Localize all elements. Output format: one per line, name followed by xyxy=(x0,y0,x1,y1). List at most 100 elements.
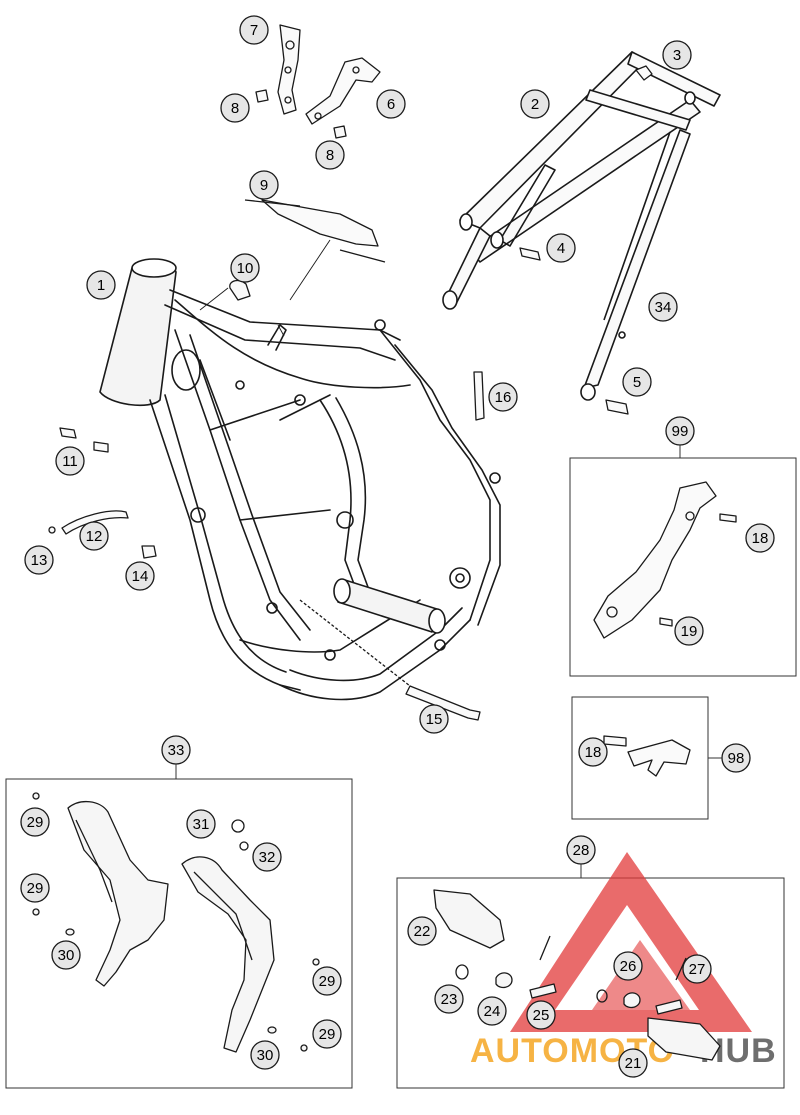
watermark-triangle xyxy=(510,852,752,1032)
callout-3-label: 3 xyxy=(673,47,681,64)
group-boxes xyxy=(5,457,797,1089)
callout-6: 6 xyxy=(376,89,406,119)
box-33 xyxy=(5,778,353,1089)
callout-31: 31 xyxy=(186,809,216,839)
callout-5: 5 xyxy=(622,367,652,397)
callout-12: 12 xyxy=(79,521,109,551)
callout-27-label: 27 xyxy=(689,961,706,978)
part-12-hose xyxy=(61,510,129,535)
callout-99-label: 99 xyxy=(672,423,689,440)
bolt-8a xyxy=(255,89,269,103)
callout-24: 24 xyxy=(477,996,507,1026)
part-16-strap xyxy=(473,371,485,421)
callout-32: 32 xyxy=(252,842,282,872)
callout-27: 27 xyxy=(682,954,712,984)
callout-10: 10 xyxy=(230,253,260,283)
callout-6-label: 6 xyxy=(387,96,395,113)
callout-8b: 8 xyxy=(315,140,345,170)
box-28 xyxy=(396,877,785,1089)
callout-25: 25 xyxy=(526,1000,556,1030)
callout-16-label: 16 xyxy=(495,389,512,406)
callout-34-label: 34 xyxy=(655,299,672,316)
cross-tube xyxy=(337,579,441,633)
bolt-8b xyxy=(333,125,347,139)
part-98-assembly xyxy=(603,735,691,777)
callout-22-label: 22 xyxy=(414,923,431,940)
callout-34: 34 xyxy=(648,292,678,322)
callout-16: 16 xyxy=(488,382,518,412)
bolt-11a xyxy=(59,427,77,439)
callout-30a-label: 30 xyxy=(58,947,75,964)
part-3-nut xyxy=(635,65,653,81)
callout-12-label: 12 xyxy=(86,528,103,545)
callout-29c-label: 29 xyxy=(319,973,336,990)
callout-32-label: 32 xyxy=(259,849,276,866)
protector-right xyxy=(181,856,275,1053)
callout-18a-label: 18 xyxy=(752,530,769,547)
leader-lines xyxy=(199,239,331,337)
part-9-guard xyxy=(261,199,379,247)
frame-protectors xyxy=(32,792,320,1053)
main-frame xyxy=(99,258,501,701)
callout-26-label: 26 xyxy=(620,958,637,975)
part-14-nut xyxy=(141,545,157,559)
box-connectors xyxy=(175,445,722,878)
callout-5-label: 5 xyxy=(633,374,641,391)
footpeg-assembly xyxy=(433,889,721,1061)
callout-10-label: 10 xyxy=(237,260,254,277)
callout-29c: 29 xyxy=(312,966,342,996)
callout-14: 14 xyxy=(125,561,155,591)
box-99 xyxy=(569,457,797,677)
callout-7-label: 7 xyxy=(250,22,258,39)
callout-33: 33 xyxy=(161,735,191,765)
callout-3: 3 xyxy=(662,40,692,70)
part-99-assembly xyxy=(593,481,737,639)
callout-98-label: 98 xyxy=(728,750,745,767)
callout-8a-label: 8 xyxy=(231,100,239,117)
callout-1: 1 xyxy=(86,270,116,300)
part-6-bracket xyxy=(305,57,381,125)
callout-29d: 29 xyxy=(312,1019,342,1049)
part-13-clip xyxy=(48,526,56,534)
callout-1-label: 1 xyxy=(97,277,105,294)
callout-30b-label: 30 xyxy=(257,1047,274,1064)
callout-19-label: 19 xyxy=(681,623,698,640)
callout-18b-label: 18 xyxy=(585,744,602,761)
callout-26: 26 xyxy=(613,951,643,981)
callout-9: 9 xyxy=(249,170,279,200)
callout-23-label: 23 xyxy=(441,991,458,1008)
callout-14-label: 14 xyxy=(132,568,149,585)
callout-23: 23 xyxy=(434,984,464,1014)
callout-28-label: 28 xyxy=(573,842,590,859)
callout-13-label: 13 xyxy=(31,552,48,569)
callout-25-label: 25 xyxy=(533,1007,550,1024)
callout-29b-label: 29 xyxy=(27,880,44,897)
steering-head-top xyxy=(131,258,177,278)
callout-18a: 18 xyxy=(745,523,775,553)
callout-2: 2 xyxy=(520,89,550,119)
subframe xyxy=(442,51,721,310)
bolt-11b xyxy=(93,441,109,453)
callout-8b-label: 8 xyxy=(326,147,334,164)
callouts: 1 2 3 4 5 6 7 8 8 9 10 11 12 13 14 15 16… xyxy=(20,15,775,1078)
small-parts xyxy=(48,24,653,721)
callout-13: 13 xyxy=(24,545,54,575)
bolt-4 xyxy=(519,247,541,261)
rear-support xyxy=(580,129,691,401)
watermark-inner-peak xyxy=(592,940,690,1010)
callout-2-label: 2 xyxy=(531,96,539,113)
callout-7: 7 xyxy=(239,15,269,45)
callout-4-label: 4 xyxy=(557,240,565,257)
callout-30b: 30 xyxy=(250,1040,280,1070)
callout-15: 15 xyxy=(419,704,449,734)
callout-33-label: 33 xyxy=(168,742,185,759)
callout-21-label: 21 xyxy=(625,1055,642,1072)
callout-9-label: 9 xyxy=(260,177,268,194)
callout-11: 11 xyxy=(55,446,85,476)
callout-29a: 29 xyxy=(20,807,50,837)
callout-4: 4 xyxy=(546,233,576,263)
part-10-clamp xyxy=(229,279,251,301)
callout-15-label: 15 xyxy=(426,711,443,728)
callout-99: 99 xyxy=(665,416,695,446)
